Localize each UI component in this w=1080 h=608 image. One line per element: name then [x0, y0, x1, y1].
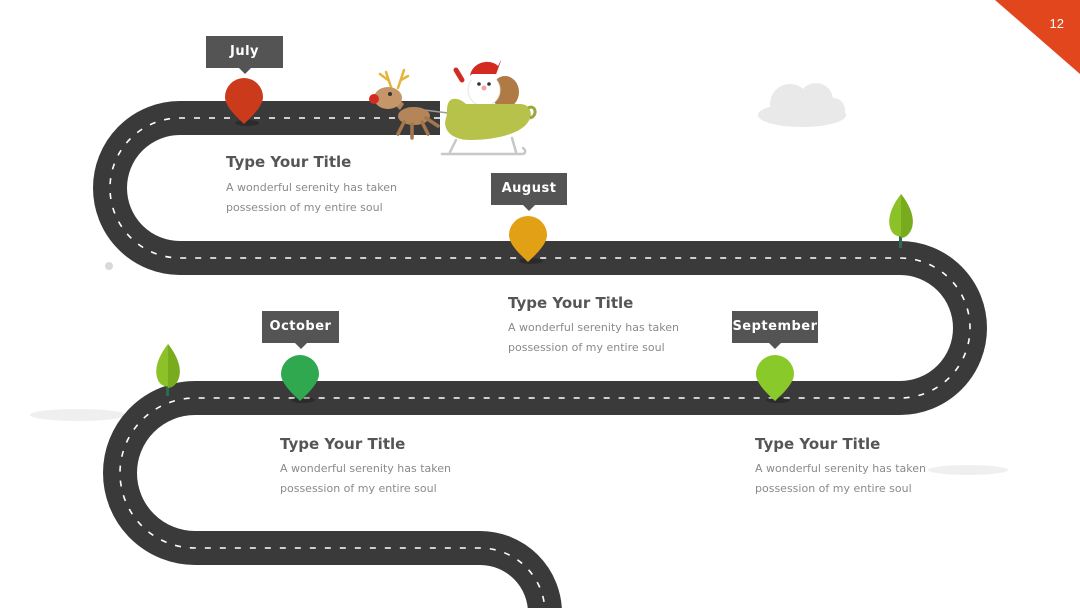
corner-accent	[995, 0, 1080, 74]
description-line: possession of my entire soul	[508, 341, 665, 354]
description-line: possession of my entire soul	[226, 201, 383, 214]
santa-sleigh-icon	[369, 53, 537, 156]
road	[93, 101, 987, 608]
milestone-title: Type Your Title	[755, 435, 881, 453]
milestone-description: A wonderful serenity has taken possessio…	[226, 178, 416, 218]
month-label-october: October	[262, 311, 339, 349]
location-pin-icon	[281, 355, 319, 401]
description-line: A wonderful serenity has taken	[226, 181, 397, 194]
description-line: possession of my entire soul	[280, 482, 437, 495]
pin-shadow	[291, 397, 315, 403]
cloud-icon	[30, 409, 126, 421]
tree-icon	[156, 344, 180, 396]
milestone-description: A wonderful serenity has taken possessio…	[755, 459, 945, 499]
pin-shadow	[235, 120, 259, 126]
milestone-title: Type Your Title	[226, 153, 352, 171]
description-line: A wonderful serenity has taken	[280, 462, 451, 475]
pin-shadow	[766, 397, 790, 403]
page-number: 12	[1049, 16, 1064, 31]
description-line: A wonderful serenity has taken	[508, 321, 679, 334]
milestone-description: A wonderful serenity has taken possessio…	[508, 318, 698, 358]
dot-decoration	[105, 262, 113, 270]
description-line: A wonderful serenity has taken	[755, 462, 926, 475]
month-label-september: September	[732, 311, 818, 349]
milestone-title: Type Your Title	[508, 294, 634, 312]
month-label-july: July	[206, 36, 283, 74]
milestone-title: Type Your Title	[280, 435, 406, 453]
tree-icon	[889, 194, 913, 248]
location-pin-icon	[756, 355, 794, 401]
pin-shadow	[519, 258, 543, 264]
milestone-description: A wonderful serenity has taken possessio…	[280, 459, 470, 499]
month-label-august: August	[491, 173, 567, 211]
description-line: possession of my entire soul	[755, 482, 912, 495]
cloud-icon	[928, 465, 1008, 475]
cloud-icon	[758, 83, 846, 127]
location-pin-icon	[225, 78, 263, 124]
location-pin-icon	[509, 216, 547, 262]
